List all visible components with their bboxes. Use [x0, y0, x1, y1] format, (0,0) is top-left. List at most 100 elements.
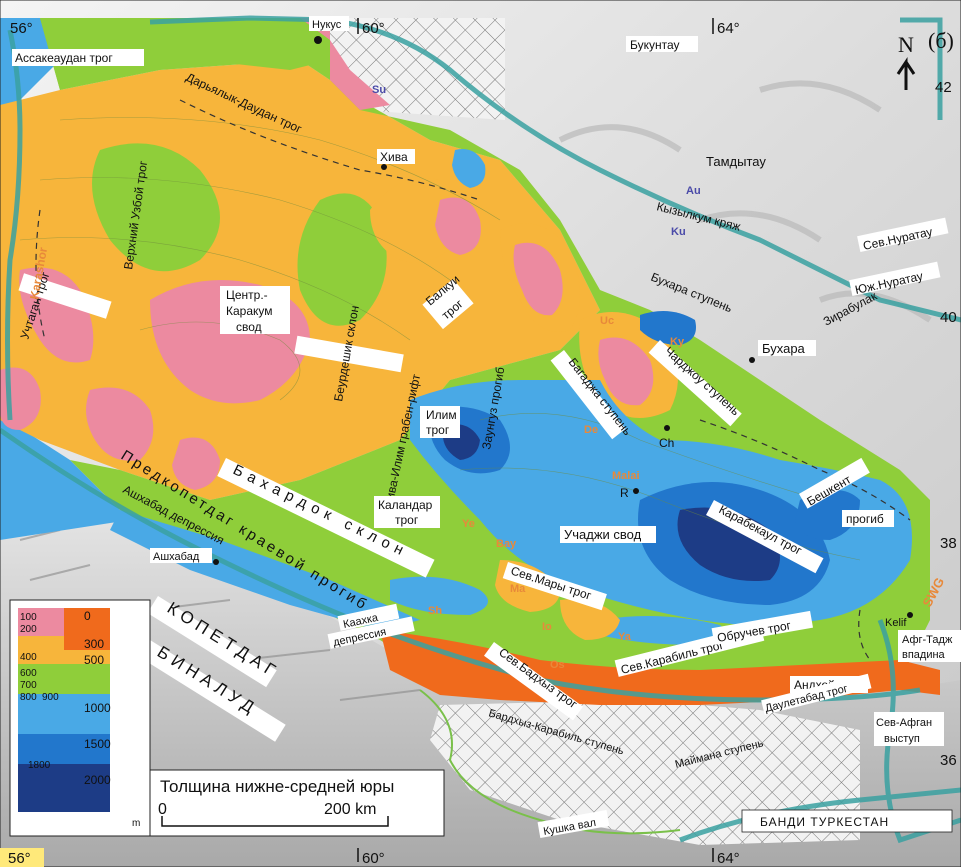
legend-val-100: 100 [20, 612, 37, 623]
lat-label-40: 40 [940, 309, 957, 326]
code-ku: Ku [671, 226, 686, 238]
lat-label-42: 42 [935, 79, 952, 96]
code-io: Io [542, 621, 552, 633]
legend-val-1800: 1800 [28, 760, 51, 771]
legend-val-0: 0 [84, 609, 91, 623]
label-bardkhyz: Бардхыз-Карабиль ступень [487, 707, 625, 757]
zone-100-200-north [300, 18, 390, 110]
legend-val-1000: 1000 [84, 701, 111, 715]
legend-swatch-6 [18, 734, 110, 764]
code-labels: Su Au Ku Karashor Uc Ky De Malai Ye Bay … [27, 84, 947, 671]
zone-600-900-north [40, 18, 330, 90]
zone-1000-1500-smary [390, 576, 488, 615]
legend-val-500: 500 [84, 653, 104, 667]
label-bandi: БАНДИ ТУРКЕСТАН [760, 815, 889, 829]
label-ilim-1: Илим [426, 408, 457, 422]
label-tamdytau: Тамдытау [706, 154, 766, 169]
code-de: De [584, 424, 598, 436]
legend-swatch-pink [18, 608, 64, 636]
label-centr-3: свод [236, 320, 262, 334]
legend-val-200: 200 [20, 624, 37, 635]
legend-val-900: 900 [42, 692, 59, 703]
label-ashgabat: Ашхабад [153, 551, 200, 563]
code-swg: SWG [919, 575, 947, 609]
label-khiva: Хива [380, 150, 408, 164]
lon-label-64-bottom: 64° [717, 850, 740, 867]
north-arrow-icon [896, 57, 916, 90]
legend-swatch-5 [18, 694, 110, 734]
zone-1000-1500-obruchev [600, 616, 727, 645]
legend-swatch-orange [18, 636, 64, 664]
legend-val-400: 400 [20, 652, 37, 663]
label-sevafgan-1: Сев-Афган [876, 717, 932, 729]
legend-val-700: 700 [20, 680, 37, 691]
zone-1500-ky [640, 311, 696, 345]
relief-highs [558, 80, 932, 323]
label-maimana: Маймана ступень [674, 737, 765, 771]
lon-label-56-bottom: 56° [8, 850, 31, 867]
legend: 100 200 0 300 400 500 600 700 800 900 10… [9, 599, 151, 837]
label-buhstep: Бухара ступень [649, 270, 734, 315]
lat-label-36: 36 [940, 752, 957, 769]
zone-green-island-2 [297, 193, 387, 326]
legend-swatch-7 [18, 764, 110, 812]
label-centr-1: Центр.- [226, 288, 268, 302]
title-box [149, 769, 445, 837]
zone-1000-west [0, 415, 130, 540]
lon-label-60-top: 60° [362, 20, 385, 37]
legend-swatch-red [64, 608, 110, 650]
lat-label-38: 38 [940, 535, 957, 552]
legend-swatch-4 [18, 664, 110, 694]
label-khivarift: Хива-Илим грабен-рифт [381, 372, 423, 508]
label-sevafgan-2: выступ [884, 733, 920, 745]
place-points [213, 36, 913, 618]
hatch-area-south [430, 700, 860, 845]
label-assake: Ассакеаудан трог [15, 51, 113, 65]
panel-label: (б) [928, 28, 954, 53]
lon-label-60-bottom: 60° [362, 850, 385, 867]
scale-bar [161, 816, 389, 827]
label-bagadzha: Багаджа ступень [566, 355, 635, 438]
scale-end: 200 km [324, 801, 376, 818]
lon-label-64-top: 64° [717, 20, 740, 37]
structure-labels: Ассакеаудан трог Букунтау Дарьялык-Дауда… [12, 36, 961, 838]
code-sh: Sh [428, 605, 442, 617]
zone-100-200-east-1 [513, 242, 563, 316]
legend-val-2000: 2000 [84, 773, 111, 787]
label-zaungu: Заунгуз прогиб [479, 366, 507, 451]
code-ye: Ye [462, 518, 475, 530]
label-daryalyk: Дарьялык-Даудан трог [184, 70, 305, 136]
zone-1000-north-lake [452, 149, 486, 188]
code-malai: Malai [612, 470, 640, 482]
map-title: Толщина нижне-средней юры [160, 777, 394, 796]
code-au: Au [686, 185, 701, 197]
zone-400-io [560, 599, 620, 640]
label-sbadkhyz: Сев.Бадхыз трог [496, 645, 580, 712]
legend-swatch-orange-2 [64, 650, 110, 664]
code-bay: Bay [496, 538, 517, 550]
place-labels: Нукус Хива Бухара Ашхабад Ch R Kelif [150, 16, 907, 629]
legend-val-800: 800 [20, 692, 37, 703]
zone-100-200-balkui [435, 197, 481, 255]
north-letter: N [898, 32, 914, 57]
label-kalandar-1: Каландар [378, 498, 433, 512]
label-uzboy: Верхний Узбой трог [121, 159, 150, 270]
scale-start: 0 [158, 801, 167, 818]
label-ilim-2: трог [426, 423, 450, 437]
graticule-ticks [357, 18, 714, 862]
code-ma: Ma [510, 583, 526, 595]
lon-label-56-bg [0, 848, 44, 867]
label-ch: Ch [659, 436, 674, 450]
label-kyzylkum: Кызылкум кряж [655, 199, 742, 233]
label-afgtadzh-2: впадина [902, 649, 946, 661]
bandi-box [741, 809, 953, 833]
lon-label-56-top: 56° [10, 20, 33, 37]
code-ya: Ya [618, 631, 632, 643]
label-karabek: Карабекаул трог [717, 502, 805, 558]
label-kalandar-2: трог [395, 513, 419, 527]
label-bukuntau: Букунтау [630, 38, 680, 52]
label-bukhara: Бухара [762, 341, 806, 356]
